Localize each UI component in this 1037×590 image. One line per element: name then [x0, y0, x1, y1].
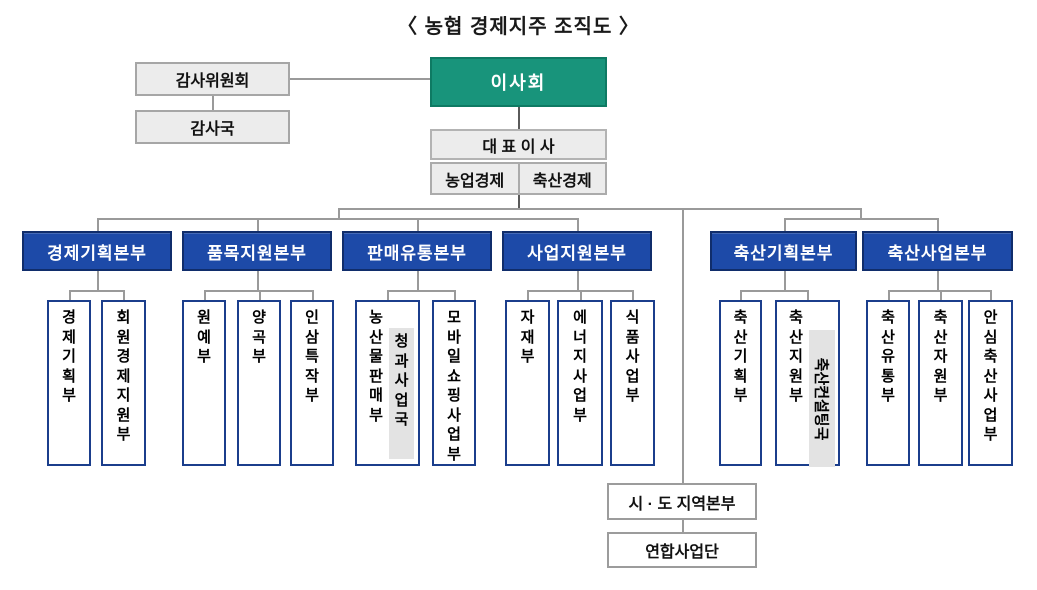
connector — [740, 290, 808, 292]
node-board-of-directors: 이사회 — [430, 57, 607, 107]
connector — [990, 290, 992, 300]
division-business-support: 사업지원본부 — [502, 231, 652, 271]
connector — [204, 290, 312, 292]
node-livestock-economy: 축산경제 — [532, 172, 592, 190]
node-regional-headquarters: 시 · 도 지역본부 — [607, 483, 757, 520]
node-ceo: 대 표 이 사 — [430, 129, 607, 160]
connector — [97, 218, 578, 220]
division-livestock-planning: 축산기획본부 — [710, 231, 857, 271]
connector — [454, 290, 456, 300]
connector — [784, 271, 786, 290]
connector — [204, 290, 206, 300]
connector — [518, 107, 520, 129]
connector — [338, 208, 861, 210]
connector — [417, 271, 419, 290]
node-union-business-group: 연합사업단 — [607, 532, 757, 568]
connector — [888, 290, 890, 300]
connector — [212, 96, 214, 110]
connector — [97, 271, 99, 290]
subunit-label: 축산컨설팅국 — [812, 357, 830, 440]
connector — [940, 290, 942, 300]
connector — [632, 290, 634, 300]
node-audit-committee: 감사위원회 — [135, 62, 290, 96]
division-commodity-support: 품목지원본부 — [182, 231, 332, 271]
connector — [259, 290, 261, 300]
connector — [97, 218, 99, 231]
connector — [527, 290, 529, 300]
connector — [312, 290, 314, 300]
chart-title: 〈 농협 경제지주 조직도 〉 — [397, 16, 640, 38]
division-sales-distribution: 판매유통본부 — [342, 231, 492, 271]
connector — [417, 218, 419, 231]
connector — [807, 290, 809, 300]
connector — [784, 218, 786, 231]
connector — [682, 520, 684, 532]
connector — [338, 208, 340, 219]
connector — [860, 208, 862, 218]
connector — [888, 290, 991, 292]
connector — [784, 218, 938, 220]
connector — [387, 290, 454, 292]
connector — [387, 290, 389, 300]
connector — [682, 208, 684, 483]
subunit-livestock-consulting-bureau: 축산컨설팅국 — [809, 330, 835, 467]
division-livestock-business: 축산사업본부 — [862, 231, 1013, 271]
division-economic-planning: 경제기획본부 — [22, 231, 172, 271]
connector — [69, 290, 124, 292]
connector — [518, 195, 520, 208]
connector — [937, 271, 939, 290]
connector — [257, 218, 259, 231]
node-agri-economy: 농업경제 — [432, 164, 520, 193]
connector — [937, 218, 939, 231]
connector — [740, 290, 742, 300]
connector — [577, 271, 579, 290]
node-economy-split: 농업경제 축산경제 — [430, 162, 607, 195]
connector — [123, 290, 125, 300]
connector — [257, 271, 259, 290]
connector — [577, 218, 579, 231]
connector — [69, 290, 71, 300]
connector — [580, 290, 582, 300]
node-audit-bureau: 감사국 — [135, 110, 290, 144]
connector — [290, 78, 430, 80]
